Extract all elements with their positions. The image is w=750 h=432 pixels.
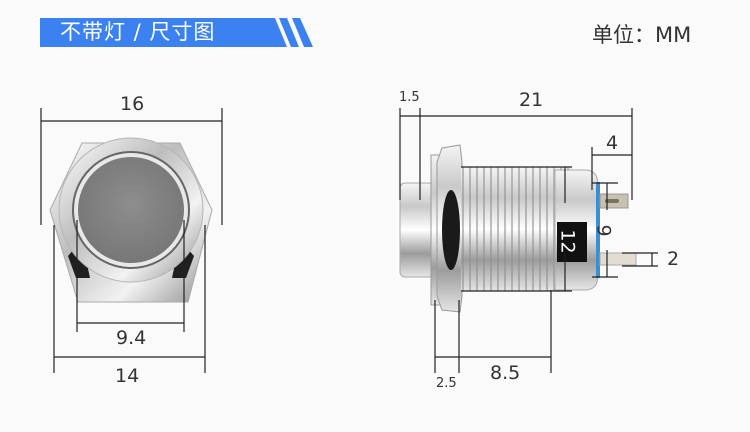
section-banner: 不带灯 / 尺寸图 (40, 18, 313, 47)
dim-hex-width: 14 (115, 365, 140, 387)
dim-thread-diameter: 12 (556, 229, 579, 254)
dim-overall-width: 16 (120, 93, 145, 115)
front-view-switch (49, 137, 213, 303)
dim-bezel-thickness: 1.5 (399, 90, 420, 105)
dim-terminal-width: 2 (667, 248, 680, 270)
dim-button-diameter: 9.4 (116, 327, 147, 349)
dim-terminal-length: 4 (606, 132, 619, 154)
side-view-switch (399, 144, 637, 313)
unit-label: 单位：MM (592, 23, 692, 47)
dim-terminal-spacing: 9 (592, 224, 615, 237)
banner-stripes-icon (40, 18, 313, 47)
dim-total-length: 21 (519, 89, 544, 111)
front-dimension-lines (40, 108, 223, 373)
dim-thread-length: 8.5 (490, 362, 521, 384)
side-dimension-lines (399, 108, 658, 373)
dim-nut-thickness: 2.5 (436, 376, 457, 391)
section-title: 不带灯 / 尺寸图 (60, 20, 216, 44)
